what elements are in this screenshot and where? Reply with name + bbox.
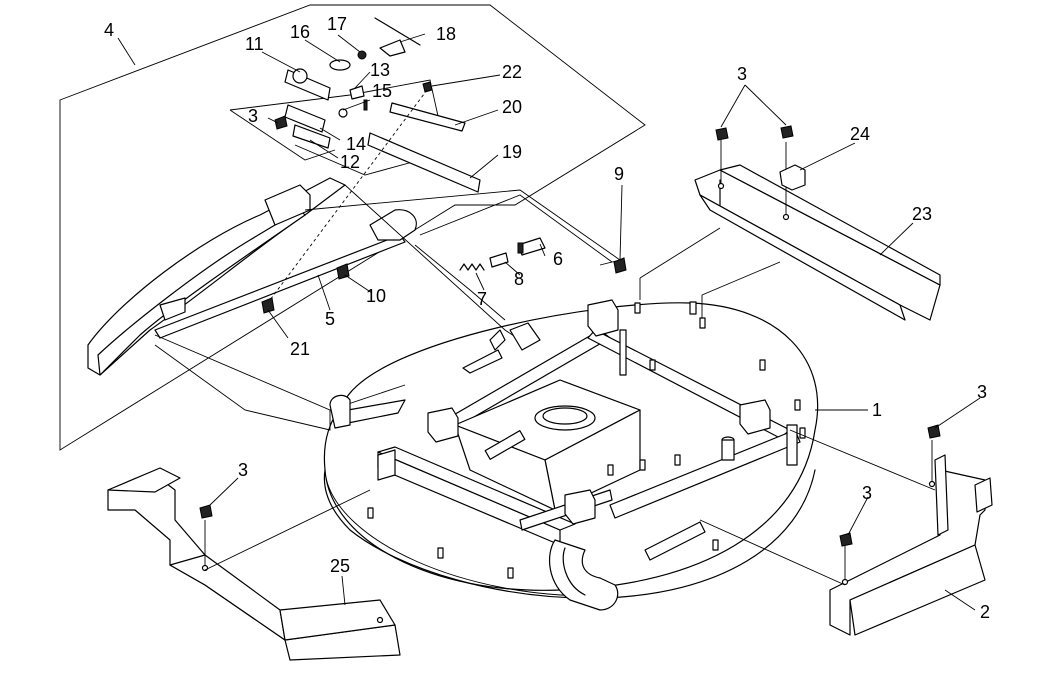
callout-17: 17 [327, 14, 347, 34]
callout-25: 25 [330, 556, 350, 576]
callouts: 1 2 3 3 3 3 3 4 5 6 7 8 9 10 11 12 13 14… [104, 14, 990, 622]
spring-parts [459, 237, 546, 271]
callout-8: 8 [514, 269, 524, 289]
callout-24: 24 [850, 124, 870, 144]
subassembly-outline [59, 4, 646, 451]
callout-1: 1 [872, 400, 882, 420]
nut-3-a [715, 127, 729, 141]
callout-14: 14 [346, 134, 366, 154]
hitch-frame [367, 299, 806, 611]
callout-9: 9 [614, 164, 624, 184]
callout-3: 3 [862, 483, 872, 503]
callout-3: 3 [977, 382, 987, 402]
callout-4: 4 [104, 20, 114, 40]
bracket-2 [829, 440, 993, 636]
callout-3: 3 [737, 64, 747, 84]
callout-18: 18 [436, 24, 456, 44]
leader-lines [117, 33, 981, 611]
callout-19: 19 [502, 142, 522, 162]
callout-12: 12 [340, 152, 360, 172]
arm-assembly [87, 177, 417, 376]
callout-2: 2 [980, 602, 990, 622]
small-hardware [269, 17, 481, 301]
bracket-25 [107, 467, 401, 661]
callout-21: 21 [290, 339, 310, 359]
callout-10: 10 [366, 286, 386, 306]
bolt-9 [613, 257, 627, 274]
callout-16: 16 [290, 22, 310, 42]
callout-3: 3 [238, 460, 248, 480]
callout-20: 20 [502, 97, 522, 117]
bracket-23 [639, 140, 941, 321]
callout-13: 13 [370, 60, 390, 80]
callout-7: 7 [477, 289, 487, 309]
callout-6: 6 [553, 249, 563, 269]
nut-3-b [780, 125, 794, 139]
nut-3-d [839, 532, 853, 547]
nut-3-c [927, 424, 941, 439]
bolt-21 [261, 297, 275, 314]
callout-22: 22 [502, 62, 522, 82]
callout-11: 11 [245, 34, 264, 54]
callout-23: 23 [912, 204, 932, 224]
nut-3-e [199, 504, 213, 519]
clip-24 [779, 164, 806, 191]
callout-3: 3 [248, 106, 258, 126]
callout-15: 15 [372, 81, 392, 101]
callout-5: 5 [325, 309, 335, 329]
